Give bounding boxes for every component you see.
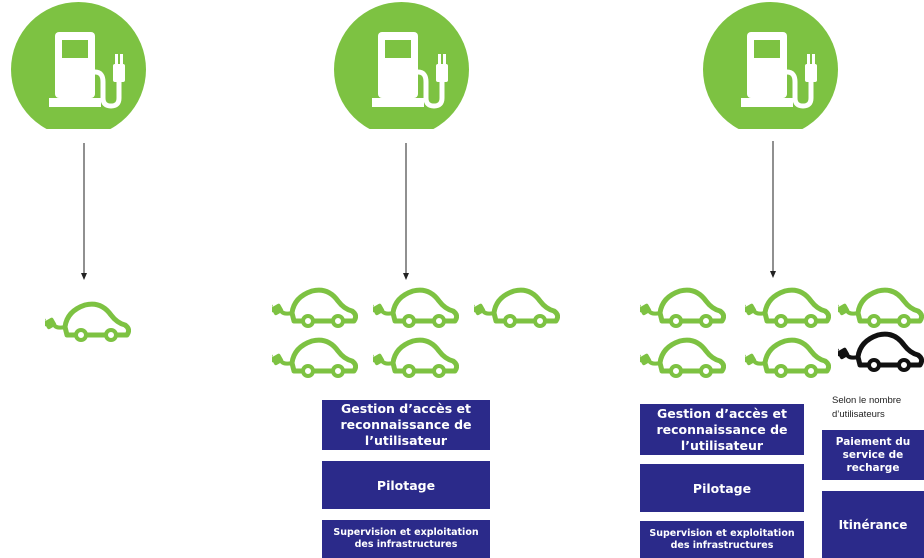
- electric-car-icon: [838, 283, 924, 329]
- pilotage-box: Pilotage: [640, 464, 804, 512]
- supervision-box: Supervision et exploitation des infrastr…: [640, 521, 804, 558]
- electric-car-icon: [745, 333, 831, 379]
- down-arrow: [767, 141, 779, 281]
- electric-car-icon: [45, 297, 131, 343]
- access-management-box: Gestion d’accès et reconnaissance de l’u…: [640, 404, 804, 455]
- electric-car-icon: [373, 333, 459, 379]
- charging-station-icon: [11, 2, 146, 129]
- charging-station-icon: [334, 2, 469, 129]
- electric-car-icon: [745, 283, 831, 329]
- pilotage-box: Pilotage: [322, 461, 490, 509]
- down-arrow: [78, 143, 90, 283]
- down-arrow: [400, 143, 412, 283]
- electric-car-icon: [640, 333, 726, 379]
- payment-box: Paiement du service de recharge: [822, 430, 924, 480]
- electric-car-icon: [474, 283, 560, 329]
- electric-car-black-icon: [838, 327, 924, 373]
- electric-car-icon: [640, 283, 726, 329]
- roaming-box: Itinérance: [822, 491, 924, 558]
- access-management-box: Gestion d’accès et reconnaissance de l’u…: [322, 400, 490, 450]
- electric-car-icon: [272, 333, 358, 379]
- charging-station-icon: [703, 2, 838, 129]
- user-count-note: Selon le nombre d’utilisateurs: [832, 395, 902, 420]
- electric-car-icon: [272, 283, 358, 329]
- supervision-box: Supervision et exploitation des infrastr…: [322, 520, 490, 558]
- electric-car-icon: [373, 283, 459, 329]
